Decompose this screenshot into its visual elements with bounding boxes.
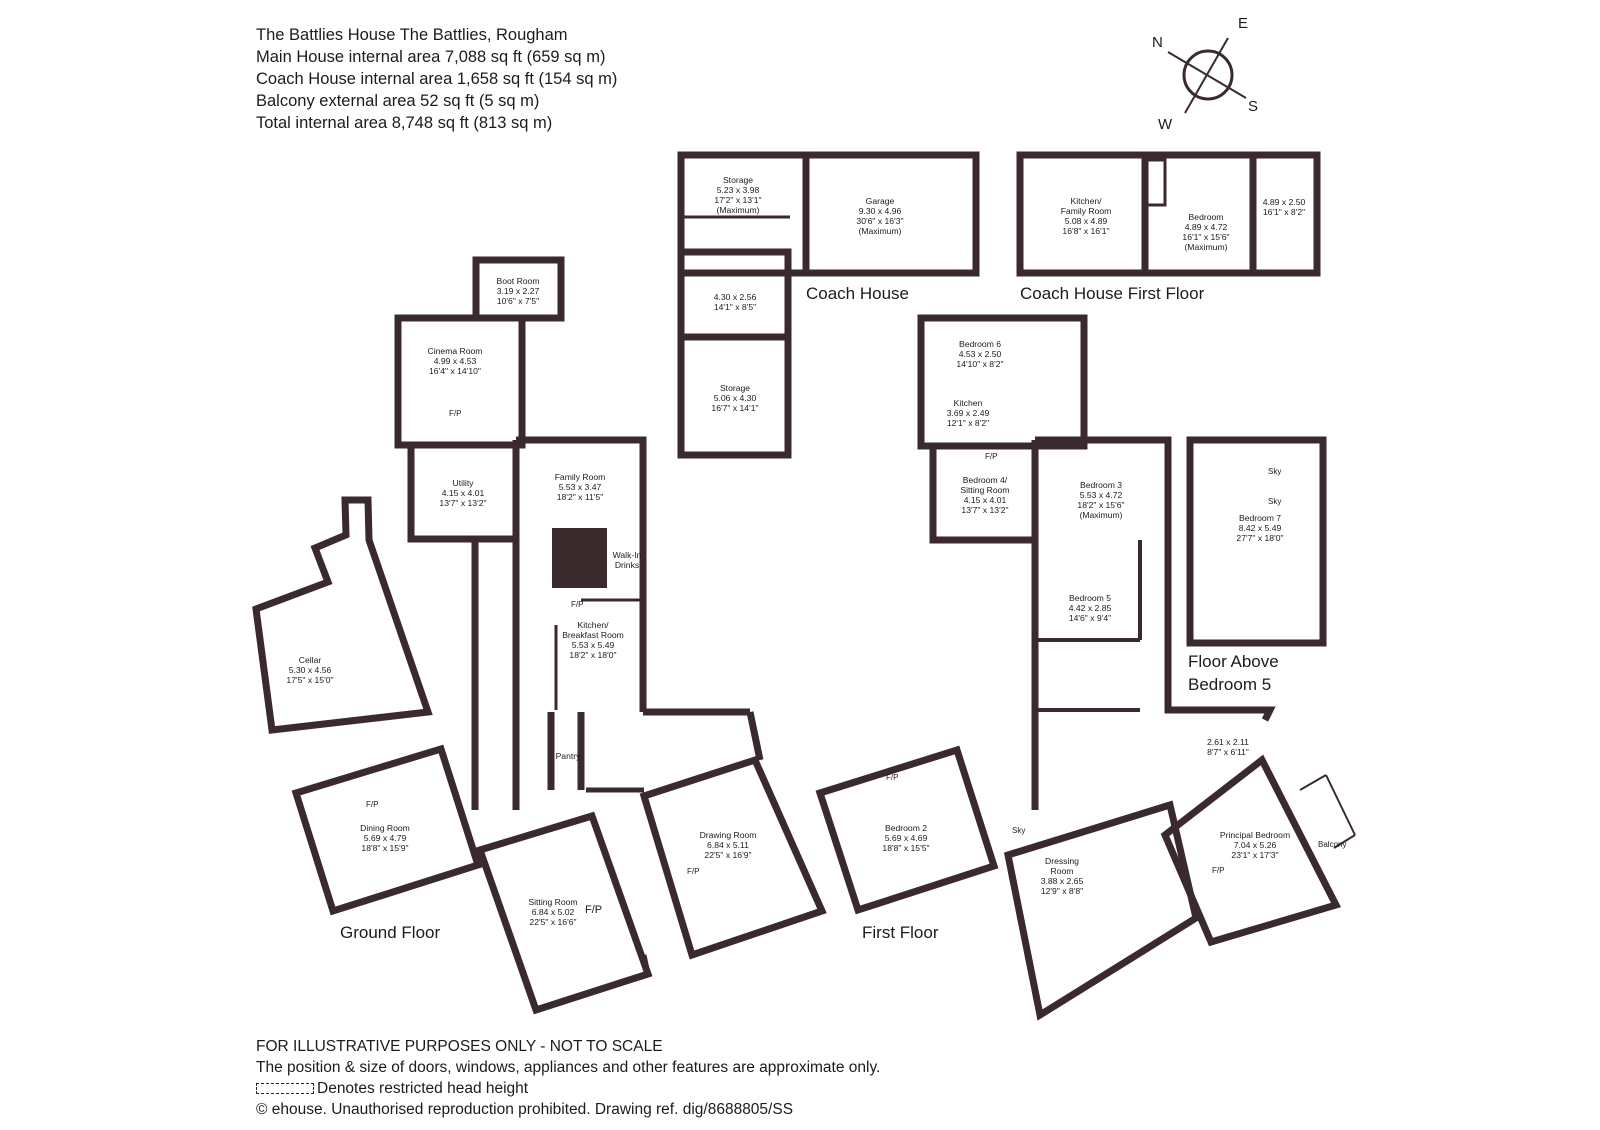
disclaimer-text: The position & size of doors, windows, a… xyxy=(256,1059,881,1076)
coach-house-area: Coach House internal area 1,658 sq ft (1… xyxy=(256,70,618,88)
skylight-mark: Sky xyxy=(1268,467,1282,476)
coach-house-walls xyxy=(677,151,980,459)
property-title: The Battlies House The Battlies, Rougham xyxy=(256,26,568,44)
compass-south-label: S xyxy=(1248,98,1259,115)
first-floor-label: First Floor xyxy=(862,923,939,942)
restricted-head-height-swatch xyxy=(256,1083,314,1095)
first-floor-walls xyxy=(815,314,1356,1021)
fireplace-mark: F/P xyxy=(886,773,899,782)
floor-above-bedroom5-label: Bedroom 5 xyxy=(1188,675,1272,694)
balcony-label: Balcony xyxy=(1318,840,1347,849)
balcony-area: Balcony external area 52 sq ft (5 sq m) xyxy=(256,92,540,110)
fireplace-mark: F/P xyxy=(366,800,379,809)
compass-east-label: E xyxy=(1238,15,1249,32)
coach-house-first-floor-label: Coach House First Floor xyxy=(1020,284,1205,303)
main-house-area: Main House internal area 7,088 sq ft (65… xyxy=(256,48,606,66)
ground-floor-walls xyxy=(252,256,827,1015)
head-height-legend: Denotes restricted head height xyxy=(256,1078,528,1099)
compass-west-label: W xyxy=(1158,116,1173,133)
fireplace-mark: F/P xyxy=(585,904,603,916)
fireplace-mark: F/P xyxy=(449,409,462,418)
skylight-mark: Sky xyxy=(1012,826,1026,835)
ground-floor-label: Ground Floor xyxy=(340,923,441,942)
total-area: Total internal area 8,748 sq ft (813 sq … xyxy=(256,114,553,132)
fireplace-mark: F/P xyxy=(687,867,700,876)
skylight-mark: Sky xyxy=(1268,497,1282,506)
compass-graphic xyxy=(1167,37,1247,114)
fireplace-mark: F/P xyxy=(571,600,584,609)
copyright-text: © ehouse. Unauthorised reproduction proh… xyxy=(256,1101,794,1118)
coach-house-first-floor-walls xyxy=(1016,151,1321,277)
room-pantry: Pantry xyxy=(555,751,581,761)
compass-north-label: N xyxy=(1152,34,1163,51)
disclaimer-heading: FOR ILLUSTRATIVE PURPOSES ONLY - NOT TO … xyxy=(256,1038,663,1055)
coach-house-label: Coach House xyxy=(806,284,910,303)
fireplace-mark: F/P xyxy=(985,452,998,461)
floor-above-label: Floor Above xyxy=(1188,652,1279,671)
fireplace-mark: F/P xyxy=(1212,866,1225,875)
